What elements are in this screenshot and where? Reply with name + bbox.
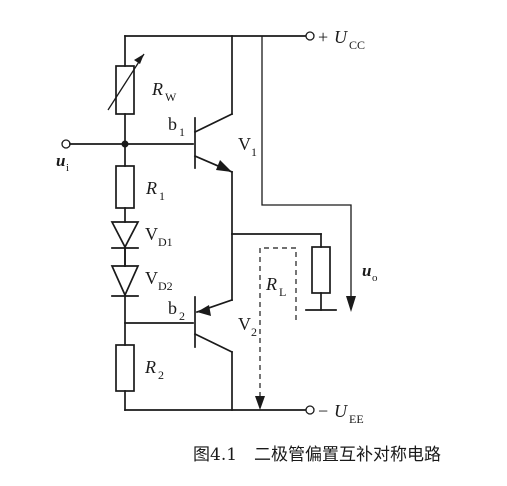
- svg-text:D2: D2: [158, 279, 173, 293]
- svg-text:−: −: [318, 401, 328, 421]
- diode-vd2: [110, 247, 140, 298]
- transistor-v2: [193, 296, 234, 411]
- label-ui: u i: [56, 151, 69, 174]
- resistor-rw: [107, 53, 145, 115]
- label-r2: R 2: [144, 357, 164, 382]
- label-v1: V 1: [238, 134, 257, 159]
- svg-text:V: V: [238, 134, 251, 154]
- svg-text:R: R: [145, 178, 157, 198]
- uee-rail: [124, 405, 315, 415]
- label-r1: R 1: [145, 178, 165, 203]
- svg-text:U: U: [334, 401, 348, 421]
- svg-text:V: V: [238, 314, 251, 334]
- svg-text:R: R: [151, 79, 163, 99]
- resistor-r2: [115, 344, 135, 392]
- label-uee: − U EE: [318, 401, 364, 426]
- label-b2: b 2: [168, 298, 185, 323]
- input-node: [61, 139, 194, 149]
- svg-text:R: R: [144, 357, 156, 377]
- svg-text:b: b: [168, 114, 177, 134]
- svg-text:W: W: [165, 90, 177, 104]
- load-current-path: [255, 247, 297, 410]
- label-v2: V 2: [238, 314, 257, 339]
- label-vd1: V D1: [145, 224, 173, 249]
- diode-vd1: [110, 221, 140, 249]
- svg-text:1: 1: [179, 125, 185, 139]
- label-ucc: + U CC: [318, 27, 365, 52]
- svg-text:o: o: [372, 272, 378, 284]
- svg-text:EE: EE: [349, 412, 364, 426]
- label-b1: b 1: [168, 114, 185, 139]
- resistor-r1: [115, 165, 135, 209]
- svg-text:L: L: [279, 285, 286, 299]
- svg-text:2: 2: [158, 368, 164, 382]
- svg-text:2: 2: [179, 309, 185, 323]
- label-rw: R W: [151, 79, 177, 104]
- emitter-wire: [231, 171, 322, 301]
- figure-caption: 图4.1 二极管偏置互补对称电路: [193, 445, 441, 465]
- svg-text:b: b: [168, 298, 177, 318]
- label-rl: R L: [265, 274, 286, 299]
- label-vd2: V D2: [145, 268, 173, 293]
- svg-text:1: 1: [159, 189, 165, 203]
- transistor-v1: [193, 35, 234, 174]
- svg-text:1: 1: [251, 145, 257, 159]
- svg-text:U: U: [334, 27, 348, 47]
- svg-text:u: u: [56, 151, 65, 170]
- resistor-rl: [305, 233, 337, 311]
- svg-text:V: V: [145, 224, 158, 244]
- svg-text:V: V: [145, 268, 158, 288]
- svg-text:R: R: [265, 274, 277, 294]
- output-voltage-arrow: [261, 36, 356, 312]
- svg-text:+: +: [318, 27, 328, 47]
- svg-text:i: i: [66, 162, 69, 174]
- svg-text:D1: D1: [158, 235, 173, 249]
- svg-text:CC: CC: [349, 38, 365, 52]
- svg-text:2: 2: [251, 325, 257, 339]
- label-uo: u o: [362, 261, 378, 284]
- svg-text:u: u: [362, 261, 371, 280]
- ucc-rail: [124, 31, 315, 41]
